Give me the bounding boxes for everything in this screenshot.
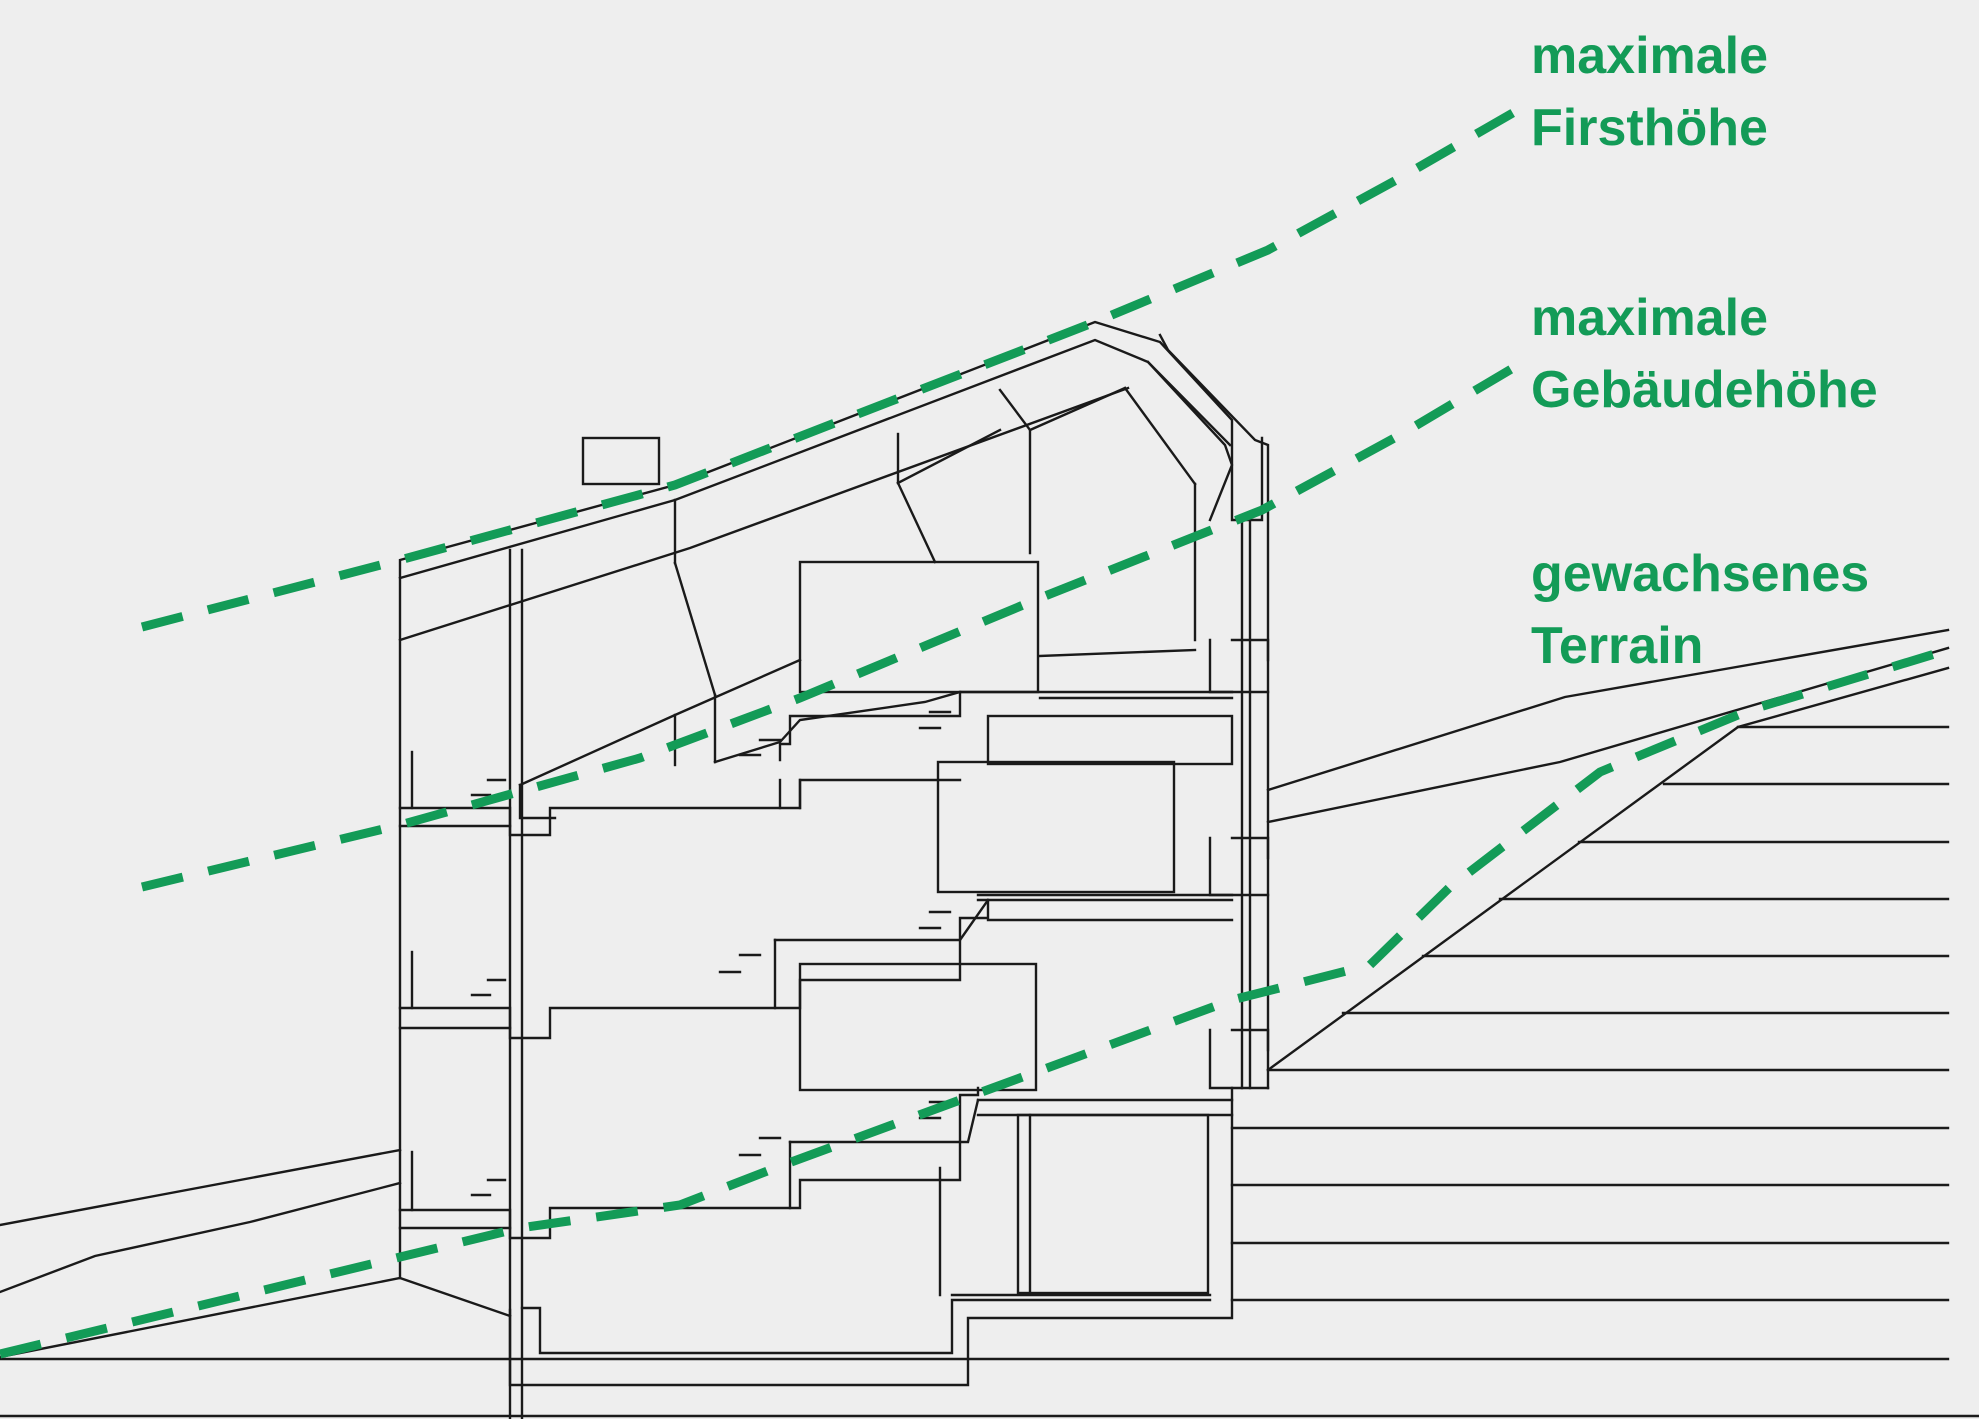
label-firsthoehe-line1: maximale	[1531, 27, 1769, 85]
right-terrain	[1230, 628, 1950, 1302]
terrain-dashed-line	[0, 645, 1950, 1359]
gebaeudehoehe-dashed-line	[140, 354, 1533, 892]
label-gewachsenes-terrain: gewachsenes Terrain	[1531, 538, 1869, 682]
garage-volume	[1016, 1113, 1210, 1295]
storey-volume-upper	[936, 760, 1176, 894]
facade-details	[410, 518, 1270, 1212]
floor-slabs	[398, 690, 1234, 1297]
label-maximale-gebaeudehoehe: maximale Gebäudehöhe	[1531, 282, 1878, 426]
label-gebaeudehoehe-line2: Gebäudehöhe	[1531, 361, 1878, 419]
stair-treads	[470, 710, 952, 1197]
building-shell	[398, 320, 1270, 1419]
attic-volume	[798, 560, 1040, 694]
label-maximale-firsthoehe: maximale Firsthöhe	[1531, 20, 1768, 164]
label-terrain-line2: Terrain	[1531, 617, 1704, 675]
storey-volume-middle	[798, 962, 1038, 1092]
corridor-upper	[986, 714, 1234, 766]
label-terrain-line1: gewachsenes	[1531, 545, 1870, 603]
firsthoehe-dashed-line	[140, 99, 1533, 632]
attic-structure	[518, 386, 1197, 787]
left-terrain	[0, 1148, 1950, 1361]
chimney	[581, 436, 661, 486]
label-firsthoehe-line2: Firsthöhe	[1531, 99, 1768, 157]
label-gebaeudehoehe-line1: maximale	[1531, 289, 1769, 347]
